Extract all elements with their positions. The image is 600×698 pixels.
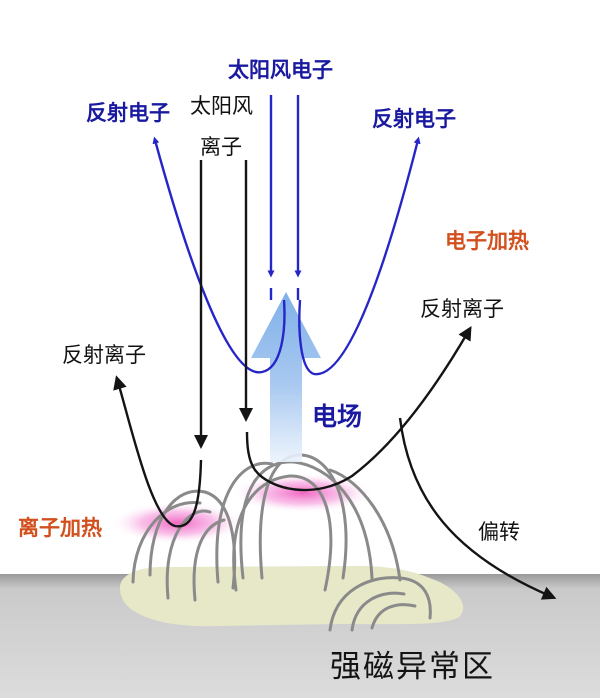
reflected-ion-path-left: [113, 375, 203, 528]
label-solar-wind-electrons: 太阳风电子: [228, 58, 333, 82]
deflected-ion-path: [398, 417, 557, 600]
label-reflected-ions-left: 反射离子: [62, 343, 146, 367]
anomaly-region: [119, 566, 464, 627]
label-electric-field: 电场: [312, 402, 363, 431]
label-ions: 离子: [200, 135, 242, 159]
label-reflected-ions-right: 反射离子: [420, 297, 504, 321]
reflected-ion-path-right: [245, 325, 472, 492]
magnetic-field-loops: [131, 453, 432, 632]
label-deflection: 偏转: [478, 520, 520, 544]
label-electron-heating: 电子加热: [445, 229, 529, 253]
label-ion-heating: 离子加热: [18, 516, 102, 540]
label-solar-wind: 太阳风: [190, 94, 253, 118]
electric-field-arrow: [251, 292, 321, 462]
reflected-electron-path-right: [298, 136, 421, 376]
label-reflected-electrons-right: 反射电子: [372, 107, 456, 131]
label-reflected-electrons-left: 反射电子: [86, 101, 170, 125]
label-strong-magnetic-anomaly: 强磁异常区: [330, 649, 495, 685]
